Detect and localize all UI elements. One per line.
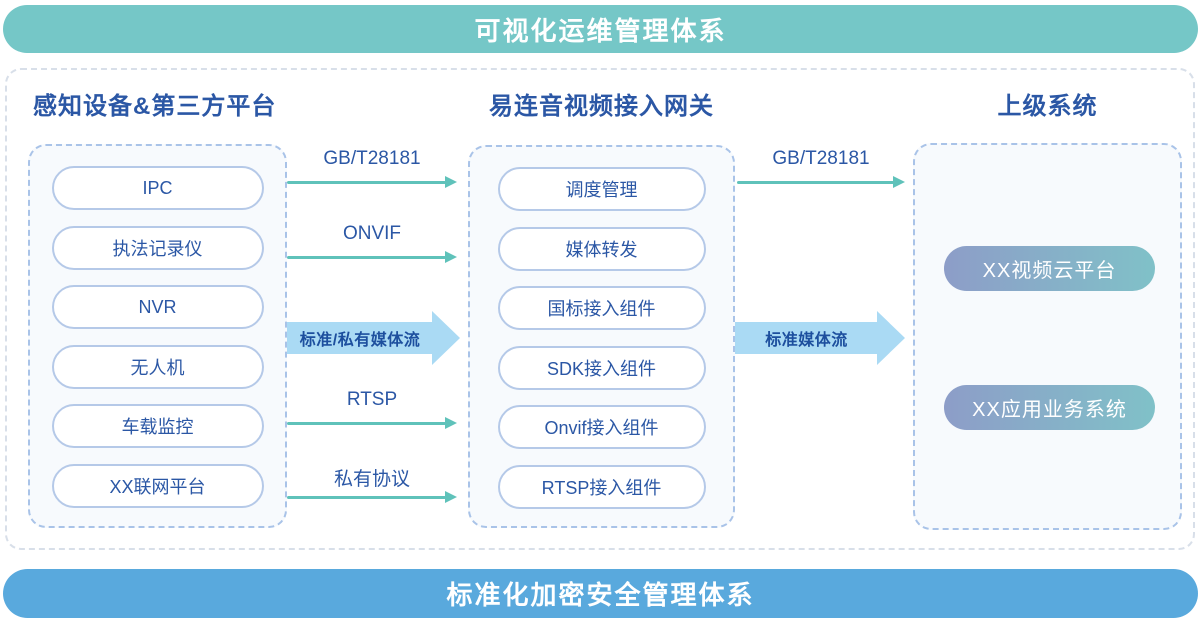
gateway-pill-dispatch: 调度管理 xyxy=(497,167,706,211)
arrow-private-protocol xyxy=(287,491,457,504)
arrow-head-icon xyxy=(445,176,457,188)
thick-arrow-head-icon xyxy=(432,311,460,365)
arrow-onvif xyxy=(287,251,457,264)
column-title-gateway: 易连音视频接入网关 xyxy=(489,93,714,120)
arrow-head-icon xyxy=(445,251,457,263)
arrow-standard-private-media-stream: 标准/私有媒体流 xyxy=(287,311,460,365)
upper-pill-video-cloud: XX视频云平台 xyxy=(944,246,1155,291)
thick-arrow-body: 标准媒体流 xyxy=(735,322,878,354)
thick-arrow-head-icon xyxy=(877,311,905,365)
arrow-head-icon xyxy=(893,176,905,188)
upper-pill-business-system: XX应用业务系统 xyxy=(944,385,1155,430)
gateway-pill-sdk-access: SDK接入组件 xyxy=(497,345,706,390)
arrow-label-onvif: ONVIF xyxy=(342,223,402,244)
arrow-standard-media-stream: 标准媒体流 xyxy=(735,311,905,365)
arrow-rtsp xyxy=(287,417,457,430)
arrow-gbt28181-right xyxy=(737,176,905,189)
device-pill-network-platform: XX联网平台 xyxy=(51,463,264,508)
upper-system-box: XX视频云平台 XX应用业务系统 xyxy=(913,143,1182,530)
arrow-head-icon xyxy=(445,491,457,503)
arrow-gbt28181-left xyxy=(287,176,457,189)
device-pill-body-camera: 执法记录仪 xyxy=(51,225,264,270)
arrow-line xyxy=(287,496,446,499)
top-banner: 可视化运维管理体系 xyxy=(3,5,1198,53)
arrow-label-private-protocol: 私有协议 xyxy=(333,469,410,490)
device-pill-ipc: IPC xyxy=(51,166,264,210)
column-title-devices: 感知设备&第三方平台 xyxy=(33,93,277,120)
arrow-line xyxy=(737,181,894,184)
arrow-line xyxy=(287,256,446,259)
arrow-head-icon xyxy=(445,417,457,429)
device-pill-drone: 无人机 xyxy=(51,344,264,389)
arrow-label-rtsp: RTSP xyxy=(346,389,398,410)
arrow-line xyxy=(287,422,446,425)
gateway-pill-onvif-access: Onvif接入组件 xyxy=(497,405,706,449)
gateway-pill-rtsp-access: RTSP接入组件 xyxy=(497,464,706,509)
device-pill-vehicle-monitor: 车载监控 xyxy=(51,404,264,448)
arrow-label-gbt28181-right: GB/T28181 xyxy=(772,148,870,169)
gateway-pill-gb-access: 国标接入组件 xyxy=(497,286,706,330)
arrow-line xyxy=(287,181,446,184)
bottom-banner: 标准化加密安全管理体系 xyxy=(3,569,1198,618)
thick-arrow-body: 标准/私有媒体流 xyxy=(287,322,433,354)
arrow-label-gbt28181-left: GB/T28181 xyxy=(323,148,421,169)
device-pill-nvr: NVR xyxy=(51,285,264,329)
gateway-box: 调度管理 媒体转发 国标接入组件 SDK接入组件 Onvif接入组件 RTSP接… xyxy=(468,145,735,528)
devices-box: IPC 执法记录仪 NVR 无人机 车载监控 XX联网平台 xyxy=(28,144,287,528)
gateway-pill-media-forward: 媒体转发 xyxy=(497,226,706,271)
column-title-upper-system: 上级系统 xyxy=(997,93,1098,120)
